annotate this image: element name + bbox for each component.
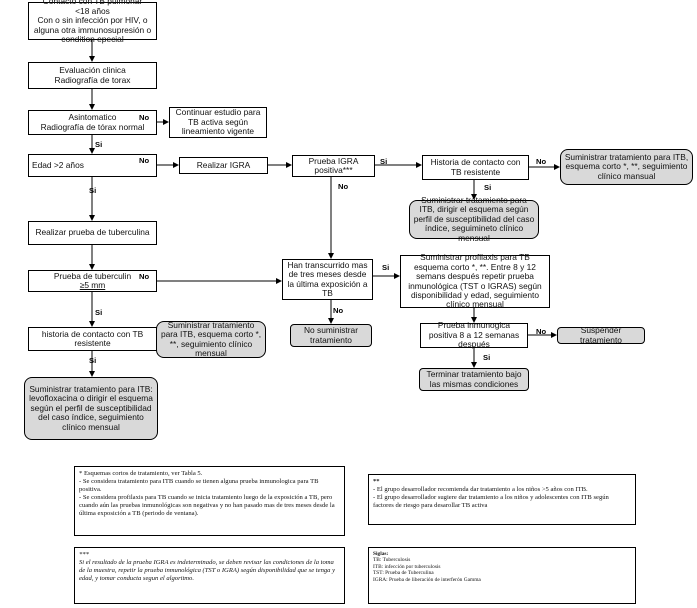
note-acronyms: Siglas: TB: Tuberculosis ITB: infección … xyxy=(368,547,636,604)
note-acronyms-text: TB: Tuberculosis ITB: infección por tube… xyxy=(373,557,481,583)
igra-positive-text: Prueba IGRA positiva*** xyxy=(308,155,359,175)
no-label-three-months: No xyxy=(333,306,344,315)
directed-scheme-treatment-box: Suministrar tratamiento para ITB, dirigi… xyxy=(409,195,539,242)
si-label-age: Si xyxy=(89,186,97,195)
contact-text: Contacto con TB pulmonar <18 años Con o … xyxy=(33,0,152,45)
no-label-immunologic: No xyxy=(536,327,547,336)
si-label-history-2: Si xyxy=(89,356,97,365)
no-label-tuberculin: No xyxy=(139,272,150,281)
no-label-asymptomatic: No xyxy=(139,113,150,122)
three-months-box: Han transcurrido mas de tres meses desde… xyxy=(282,259,373,300)
short-scheme-treatment-text: Suministrar tratamiento para ITB, esquem… xyxy=(564,151,689,181)
resistant-history-box-2: historia de contacto con TB resistente xyxy=(28,327,157,351)
resistant-history-text-2: historia de contacto con TB resistente xyxy=(41,328,144,348)
contact-box: Contacto con TB pulmonar <18 años Con o … xyxy=(28,0,157,44)
continue-study-text: Continuar estudio para TB activa según l… xyxy=(175,107,261,137)
si-label-asymptomatic: Si xyxy=(95,140,103,149)
age-box: Edad >2 años xyxy=(28,154,157,177)
levofloxacin-treatment-text: Suministrar tratamiento para ITB: levofl… xyxy=(29,383,153,432)
si-label-tuberculin: Si xyxy=(95,308,103,317)
resistant-contact-history-text: Historia de contacto con TB resistente xyxy=(430,157,521,177)
continue-study-box: Continuar estudio para TB activa según l… xyxy=(169,107,267,138)
tuberculin-threshold-text: ≥5 mm xyxy=(79,280,106,290)
short-scheme-treatment-text-2: Suministrar tratamiento para ITB, esquem… xyxy=(160,319,262,358)
si-label-immunologic: Si xyxy=(483,353,491,362)
note-igra-indeterminate: *** Si el resultado de la prueba IGRA es… xyxy=(74,547,345,604)
perform-igra-text: Realizar IGRA xyxy=(196,159,251,170)
suspend-treatment-text: Suspender tratamiento xyxy=(580,325,622,345)
no-label-igra: No xyxy=(338,182,349,191)
clinical-evaluation-box: Evaluación clinica Radiografía de torax xyxy=(28,62,157,89)
suspend-treatment-box: Suspender tratamiento xyxy=(557,325,645,345)
immunologic-positive-box: Prueba inmunogica positiva 8 a 12 semana… xyxy=(420,320,528,350)
note-short-schemes: * Esquemas cortos de tratamiento, ver Ta… xyxy=(74,466,345,536)
no-label-history-1: No xyxy=(536,157,547,166)
note-acronyms-title: Siglas: xyxy=(373,551,389,557)
immunologic-positive-text: Prueba inmunogica positiva 8 a 12 semana… xyxy=(428,320,520,350)
si-label-three-months: Si xyxy=(382,263,390,272)
perform-igra-box: Realizar IGRA xyxy=(179,157,268,174)
no-treatment-box: No suministrar tratamiento xyxy=(290,324,372,347)
age-text: Edad >2 años xyxy=(32,159,84,170)
si-label-history-1: Si xyxy=(484,183,492,192)
prophylaxis-text: Suministrar profilaxis para TB esquema c… xyxy=(408,252,542,310)
no-label-age: No xyxy=(139,156,150,165)
tuberculin-result-text: Prueba de tuberculin xyxy=(53,270,132,281)
resistant-contact-history-box: Historia de contacto con TB resistente xyxy=(422,155,529,180)
note-developer-group-text: - El grupo desarrollador recomienda dar … xyxy=(373,485,609,509)
short-scheme-treatment-box: Suministrar tratamiento para ITB, esquem… xyxy=(560,149,693,185)
note-short-schemes-text: * Esquemas cortos de tratamiento, ver Ta… xyxy=(79,470,335,517)
clinical-evaluation-text: Evaluación clinica Radiografía de torax xyxy=(54,65,131,85)
asymptomatic-box: Asintomatico Radiografía de tórax normal xyxy=(28,110,157,135)
note-igra-indeterminate-text: *** Si el resultado de la prueba IGRA es… xyxy=(79,551,336,582)
three-months-text: Han transcurrido mas de tres meses desde… xyxy=(287,259,368,298)
igra-positive-box: Prueba IGRA positiva*** xyxy=(292,155,375,177)
note-developer-group-title: ** xyxy=(373,478,380,485)
no-treatment-text: No suministrar tratamiento xyxy=(304,325,358,345)
tuberculin-test-text: Realizar prueba de tuberculina xyxy=(35,227,150,238)
asymptomatic-text: Asintomatico Radiografía de tórax normal xyxy=(40,112,145,132)
levofloxacin-treatment-box: Suministrar tratamiento para ITB: levofl… xyxy=(24,377,158,440)
si-label-igra: Si xyxy=(380,157,388,166)
finish-treatment-text: Terminar tratamiento bajo las mismas con… xyxy=(426,369,522,389)
prophylaxis-box: Suministrar profilaxis para TB esquema c… xyxy=(400,252,550,310)
note-developer-group: ** - El grupo desarrollador recomienda d… xyxy=(368,474,636,525)
finish-treatment-box: Terminar tratamiento bajo las mismas con… xyxy=(419,368,529,391)
short-scheme-treatment-box-2: Suministrar tratamiento para ITB, esquem… xyxy=(156,319,266,358)
tuberculin-test-box: Realizar prueba de tuberculina xyxy=(28,221,157,245)
tuberculin-result-box: Prueba de tuberculin ≥5 mm xyxy=(28,270,157,292)
directed-scheme-treatment-text: Suministrar tratamiento para ITB, dirigi… xyxy=(413,194,535,243)
